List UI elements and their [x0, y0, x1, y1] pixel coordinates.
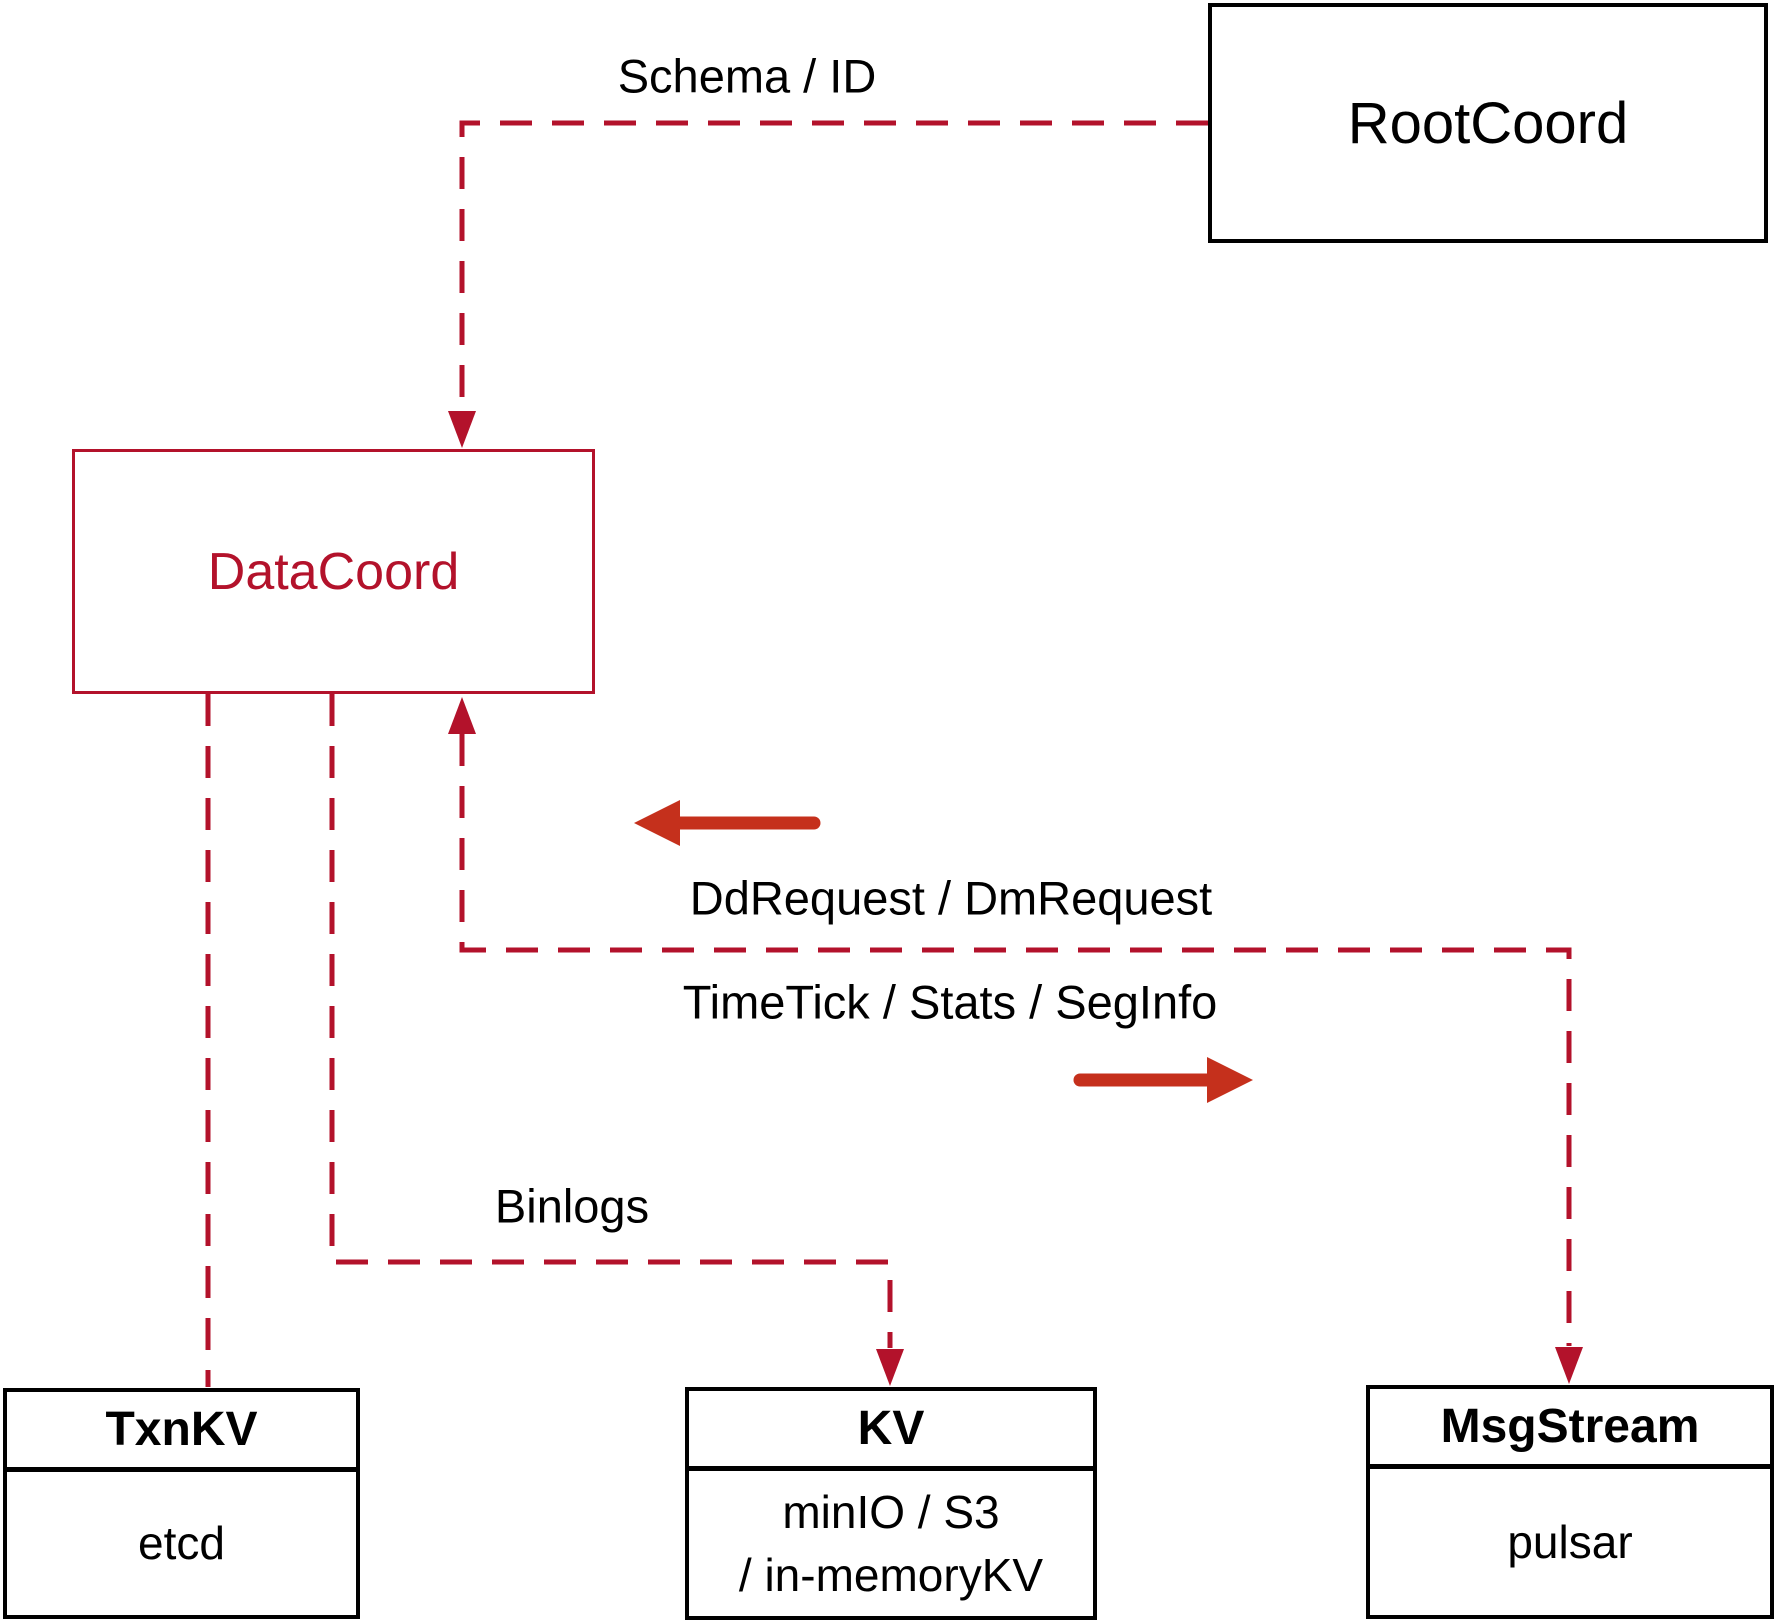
edge-msgstream-arrowhead-up — [448, 697, 476, 734]
node-kv-subtitle-line2: / in-memoryKV — [738, 1548, 1044, 1601]
flow-arrow-left-head — [634, 800, 680, 846]
edge-schema-id-line — [459, 120, 1208, 410]
edge-label-binlogs: Binlogs — [494, 1179, 650, 1233]
flow-arrow-right-head — [1207, 1057, 1253, 1103]
edge-label-schema-id: Schema / ID — [617, 49, 877, 103]
node-msgstream-subtitle: pulsar — [1507, 1515, 1633, 1568]
node-msgstream-title: MsgStream — [1370, 1389, 1770, 1469]
node-rootcoord-label: RootCoord — [1347, 90, 1629, 156]
node-rootcoord: RootCoord — [1208, 3, 1768, 243]
node-txnkv-title: TxnKV — [7, 1392, 356, 1472]
edge-label-timetick-stats-seginfo: TimeTick / Stats / SegInfo — [682, 975, 1218, 1029]
edge-msgstream-arrowhead-down — [1555, 1347, 1583, 1384]
node-msgstream: MsgStream pulsar — [1366, 1385, 1774, 1619]
edge-schema-id-arrowhead-down — [448, 411, 476, 448]
edge-msgstream-line — [459, 734, 1572, 1346]
node-datacoord-label: DataCoord — [207, 542, 460, 601]
edge-binlogs-arrowhead-down — [876, 1349, 904, 1386]
node-txnkv-subtitle: etcd — [138, 1517, 225, 1569]
node-kv: KV minIO / S3 / in-memoryKV — [685, 1387, 1097, 1620]
node-kv-subtitle-line1: minIO / S3 — [782, 1485, 1000, 1538]
node-txnkv: TxnKV etcd — [3, 1388, 360, 1619]
node-kv-title: KV — [689, 1391, 1093, 1471]
edge-label-dd-dm-request: DdRequest / DmRequest — [689, 871, 1213, 925]
node-datacoord: DataCoord — [72, 449, 595, 694]
